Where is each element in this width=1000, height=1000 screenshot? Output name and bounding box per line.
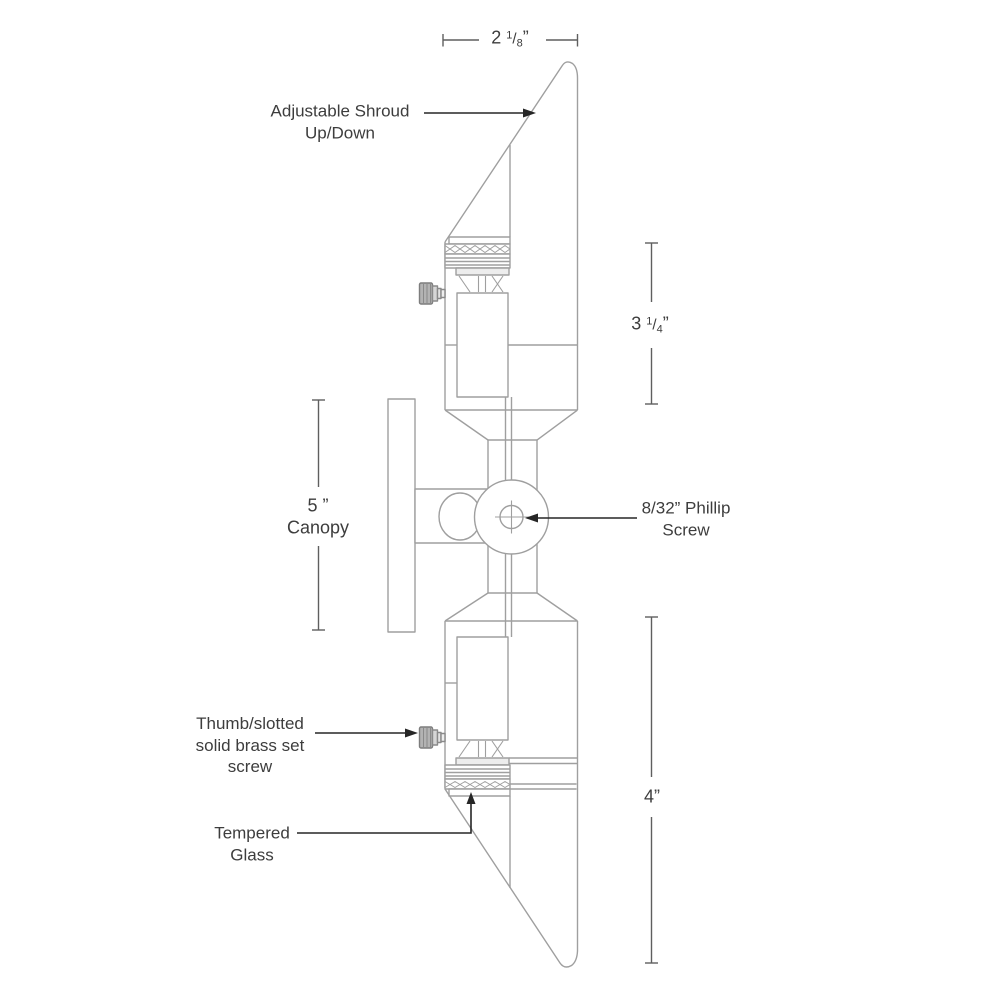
lower-socket-cone <box>458 740 504 758</box>
dim-canopy-label: 5 ” Canopy <box>286 495 350 538</box>
callout-arrows <box>297 108 637 834</box>
lower-thumb-screw <box>418 726 446 749</box>
canopy-plate <box>387 398 416 633</box>
dim-width-label: 2 1/8” <box>491 27 529 50</box>
upper-shroud-outline <box>444 61 579 410</box>
upper-fixture <box>418 61 579 441</box>
shroud-callout-label: Adjustable Shroud Up/Down <box>270 101 410 143</box>
upper-thumb-screw <box>418 282 446 305</box>
set-screw-callout-label: Thumb/slotted solid brass set screw <box>195 713 305 776</box>
phillips-screw-callout-label: 8/32” Phillip Screw <box>641 498 731 540</box>
dim-width-line <box>442 34 579 47</box>
phillips-screw-arrow <box>525 513 637 523</box>
tempered-glass-arrow <box>297 792 476 834</box>
dim-lower-height-line <box>645 616 658 964</box>
dim-upper-height-label: 3 1/4” <box>631 313 669 336</box>
shroud-arrow <box>424 108 536 118</box>
dim-canopy-line <box>312 399 325 631</box>
dim-lower-height-label: 4” <box>643 786 661 807</box>
upper-socket-housing <box>456 292 509 398</box>
mounting-assembly <box>387 397 550 637</box>
lower-socket-housing <box>456 636 509 741</box>
dim-upper-height-line <box>645 242 658 405</box>
upper-cap <box>448 236 511 245</box>
tempered-glass-callout-label: Tempered Glass <box>214 823 290 865</box>
set-screw-arrow <box>315 728 418 738</box>
lower-collar <box>455 757 510 766</box>
upper-socket-cone <box>458 275 504 293</box>
lower-fixture <box>418 592 579 968</box>
upper-collar <box>455 267 510 276</box>
lower-cap <box>448 788 511 797</box>
dimension-lines <box>312 34 658 964</box>
lower-shroud-outline <box>444 788 579 968</box>
